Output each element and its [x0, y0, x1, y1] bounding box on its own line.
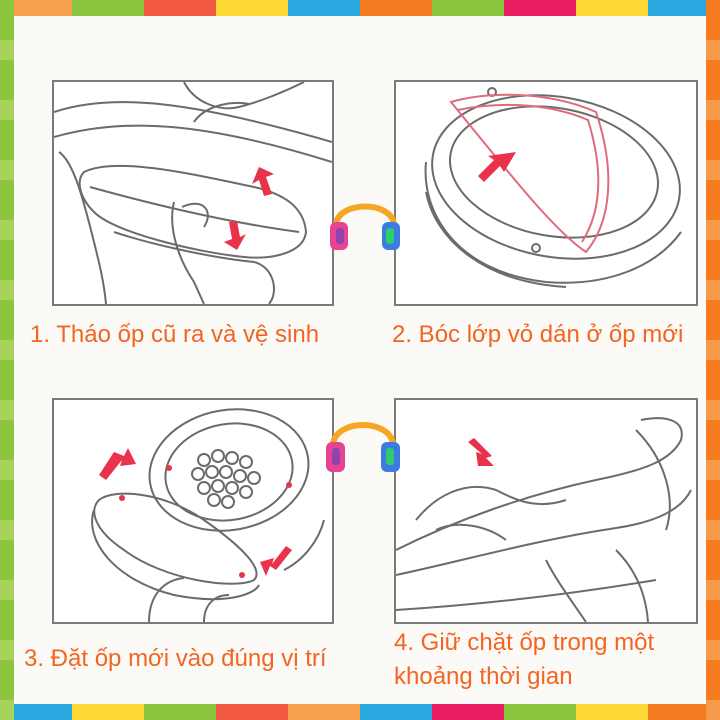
- step2-caption: 2. Bóc lớp vỏ dán ở ốp mới: [392, 321, 684, 348]
- right-border: [706, 0, 720, 720]
- step1-caption: 1. Tháo ốp cũ ra và vệ sinh: [30, 321, 320, 348]
- arrow-icon: [99, 448, 136, 480]
- arrow-icon: [224, 221, 246, 250]
- step3-illustration: [52, 398, 334, 624]
- arrow-icon: [478, 152, 516, 182]
- top-border: [0, 0, 720, 16]
- left-border: [0, 0, 14, 720]
- step4-caption-line1: 4. Giữ chặt ốp trong một: [394, 629, 655, 656]
- bottom-border: [0, 704, 720, 720]
- step3-caption: 3. Đặt ốp mới vào đúng vị trí: [24, 645, 327, 672]
- headphones-logo: [322, 178, 408, 264]
- arrow-icon: [468, 438, 494, 466]
- headphones-logo: [318, 396, 408, 486]
- arrow-icon: [252, 167, 274, 196]
- arrow-icon: [260, 546, 292, 576]
- step4-caption-line2: khoảng thời gian: [394, 663, 573, 690]
- step4-illustration: [394, 398, 698, 624]
- step1-illustration: [52, 80, 334, 306]
- step2-illustration: [394, 80, 698, 306]
